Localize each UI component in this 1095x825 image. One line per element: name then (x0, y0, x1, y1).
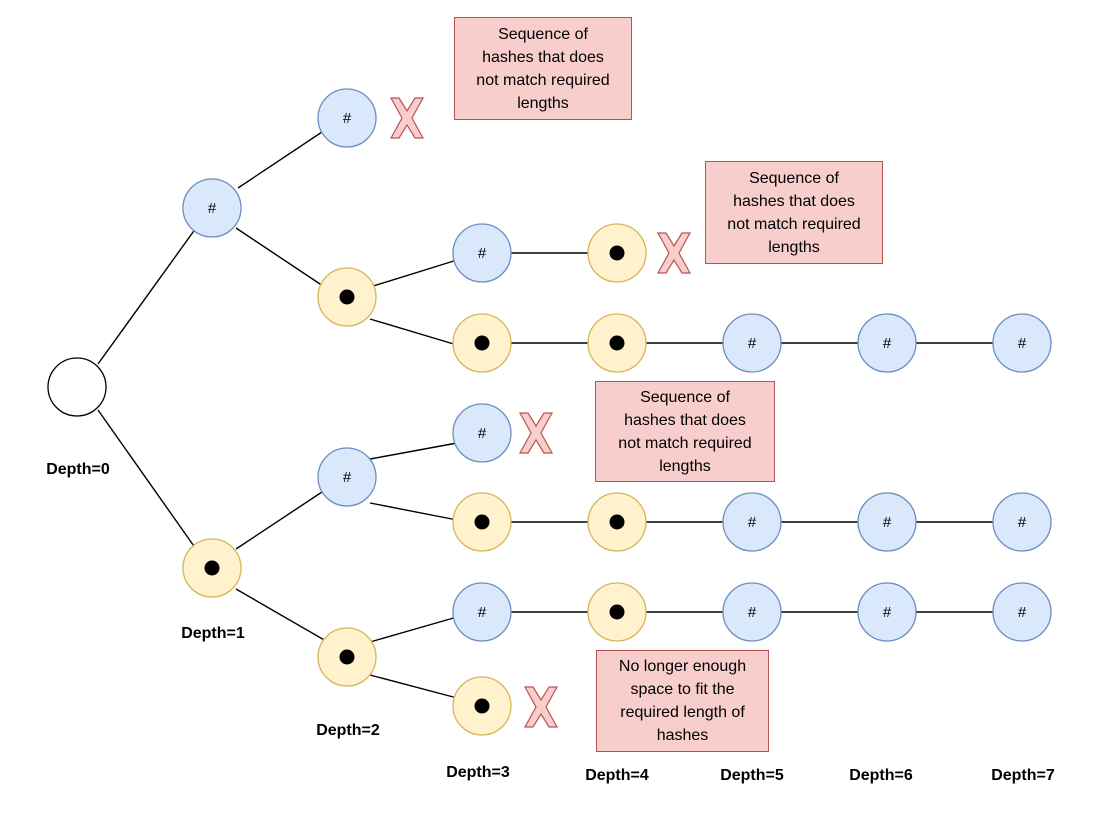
svg-text:#: # (748, 604, 757, 621)
note-line: not match required (618, 434, 752, 452)
depth-label: Depth=6 (849, 767, 913, 784)
note-box-no-space: No longer enough space to fit the requir… (596, 650, 769, 752)
edge-d2-dot-to-d3-dot (369, 318, 458, 346)
edge-d2-hash-to-d3-dot (369, 502, 458, 521)
depth-label: Depth=4 (585, 767, 649, 784)
edge-d1-dot-to-d2-dot (235, 588, 327, 642)
depth-label: Depth=1 (181, 625, 245, 642)
hash-node-d6-chain1: # (857, 313, 917, 373)
dot-node-d3-chain1 (452, 313, 512, 373)
svg-text:#: # (343, 110, 352, 127)
reject-marks (389, 97, 692, 728)
hash-node-d6-chain3: # (857, 582, 917, 642)
hash-node-d6-chain2: # (857, 492, 917, 552)
svg-text:#: # (748, 335, 757, 352)
note-line: Sequence of (640, 388, 730, 406)
svg-text:#: # (478, 245, 487, 262)
note-box-mismatch: Sequence of hashes that does not match r… (454, 17, 632, 120)
edge-d1-hash-to-d2-hash (237, 131, 323, 189)
svg-text:#: # (1018, 335, 1027, 352)
hash-node-d7-chain1: # (992, 313, 1052, 373)
reject-x-icon (656, 232, 692, 274)
hash-node-d2-lower: # (317, 447, 377, 507)
note-line: not match required (727, 215, 861, 233)
svg-text:#: # (478, 425, 487, 442)
depth-label: Depth=7 (991, 767, 1055, 784)
svg-text:#: # (208, 200, 217, 217)
svg-text:#: # (1018, 514, 1027, 531)
note-line: lengths (659, 457, 711, 475)
note-line: not match required (476, 71, 610, 89)
note-line: hashes that does (733, 192, 855, 210)
edge-d2-dot-to-d3-dot-lower (369, 674, 458, 699)
hash-node-d3-lower-top: # (452, 403, 512, 463)
dot-node-d2-lower (317, 627, 377, 687)
hash-node-d7-chain3: # (992, 582, 1052, 642)
hash-node-d2-top: # (317, 88, 377, 148)
note-line: required length of (620, 704, 745, 721)
depth-label: Depth=3 (446, 764, 510, 781)
note-line: hashes that does (624, 411, 746, 429)
edge-d2-hash-to-d3-hash (369, 442, 458, 460)
depth-label: Depth=5 (720, 767, 784, 784)
hash-node-d5-chain2: # (722, 492, 782, 552)
note-line: Sequence of (749, 169, 839, 187)
svg-text:#: # (748, 514, 757, 531)
edge-d1-dot-to-d2-hash (235, 489, 326, 550)
reject-x-icon (523, 686, 559, 728)
note-line: lengths (768, 238, 820, 256)
svg-text:#: # (883, 335, 892, 352)
note-box-mismatch: Sequence of hashes that does not match r… (595, 381, 775, 482)
dot-node-d4-chain2 (587, 492, 647, 552)
root-node (47, 357, 107, 417)
note-line: hashes (656, 727, 709, 744)
tree-edges (97, 131, 994, 699)
note-line: space to fit the (630, 681, 735, 698)
svg-text:#: # (883, 604, 892, 621)
dot-node-d1-lower (182, 538, 242, 598)
svg-text:#: # (478, 604, 487, 621)
dot-node-d4-upper (587, 223, 647, 283)
svg-text:#: # (1018, 604, 1027, 621)
edge-d2-dot-to-d3-hash-lower (369, 616, 458, 643)
note-box-mismatch: Sequence of hashes that does not match r… (705, 161, 883, 264)
dot-node-d4-chain3 (587, 582, 647, 642)
reject-x-icon (389, 97, 425, 139)
dot-node-d3-lower (452, 676, 512, 736)
depth-label: Depth=0 (46, 461, 110, 478)
dot-node-d4-chain1 (587, 313, 647, 373)
depth-labels: Depth=0 Depth=1 Depth=2 Depth=3 Depth=4 … (46, 461, 1055, 784)
svg-text:#: # (883, 514, 892, 531)
hash-node-d3-upper: # (452, 223, 512, 283)
edge-d2-dot-to-d3-hash (369, 259, 458, 288)
hash-node-d5-chain1: # (722, 313, 782, 373)
hash-node-d3-chain3: # (452, 582, 512, 642)
hash-node-d1-upper: # (182, 178, 242, 238)
tree-nodes: # # # # # (47, 88, 1052, 736)
svg-text:#: # (343, 469, 352, 486)
depth-label: Depth=2 (316, 722, 380, 739)
dot-node-d2-upper (317, 267, 377, 327)
reject-x-icon (518, 412, 554, 454)
hash-node-d5-chain3: # (722, 582, 782, 642)
edge-d1-hash-to-d2-dot (235, 227, 327, 289)
note-line: No longer enough (618, 658, 747, 675)
hash-node-d7-chain2: # (992, 492, 1052, 552)
note-line: Sequence of (498, 25, 588, 43)
note-line: lengths (517, 94, 569, 112)
edge-root-to-d1-hash (97, 227, 197, 365)
dot-node-d3-chain2 (452, 492, 512, 552)
note-line: hashes that does (482, 48, 604, 66)
edge-root-to-d1-dot (97, 409, 197, 550)
